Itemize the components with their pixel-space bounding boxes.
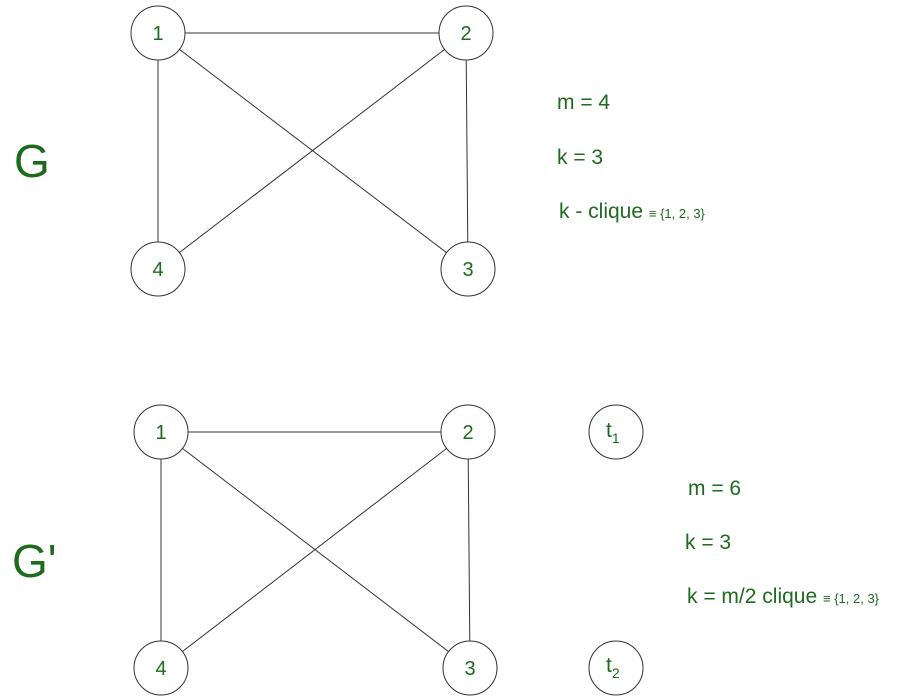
g-node-4-label: 4 xyxy=(152,259,163,281)
t1-sub: 1 xyxy=(611,430,620,446)
g-node-4: 4 xyxy=(130,241,186,297)
g-clique-set: ≡ {1, 2, 3} xyxy=(648,206,705,221)
g-edge-1-3 xyxy=(157,32,469,270)
g-edge-2-4 xyxy=(157,32,467,270)
g-node-1-label: 1 xyxy=(152,23,163,45)
gp-annotation-clique: k = m/2 clique ≡ {1, 2, 3} xyxy=(687,586,879,607)
gp-edge-1-3 xyxy=(160,431,471,669)
gp-node-3: 3 xyxy=(442,640,498,696)
g-annotation-clique: k - clique ≡ {1, 2, 3} xyxy=(559,201,705,222)
graph-g-prime-title: G' xyxy=(12,535,57,587)
gp-edge-2-3 xyxy=(467,431,471,669)
gp-node-3-label: 3 xyxy=(464,658,475,680)
g-node-3-label: 3 xyxy=(462,259,473,281)
gp-node-2: 2 xyxy=(440,404,496,460)
g-node-3: 3 xyxy=(440,241,496,297)
gp-node-4: 4 xyxy=(133,640,189,696)
gp-annotation-m: m = 6 xyxy=(688,477,742,500)
t2-base: t xyxy=(606,654,612,677)
gp-edge-2-4 xyxy=(160,431,469,669)
g-annotation-k: k = 3 xyxy=(557,146,604,169)
t1-label: t1 xyxy=(606,420,620,445)
gp-node-4-label: 4 xyxy=(155,658,166,680)
g-annotation-m: m = 4 xyxy=(557,91,611,114)
gp-node-1-label: 1 xyxy=(155,422,166,444)
gp-node-1: 1 xyxy=(133,404,189,460)
gp-clique-text: k = m/2 clique xyxy=(687,585,818,608)
g-clique-text: k - clique xyxy=(559,200,644,223)
g-node-1: 1 xyxy=(130,5,186,61)
t2-sub: 2 xyxy=(611,665,620,681)
gp-clique-set: ≡ {1, 2, 3} xyxy=(823,591,880,606)
gp-annotation-k: k = 3 xyxy=(685,531,732,554)
g-edge-2-3 xyxy=(465,32,469,270)
gp-node-t2 xyxy=(588,640,644,696)
graph-g-title: G xyxy=(14,135,50,187)
t1-base: t xyxy=(606,419,612,442)
g-node-2-label: 2 xyxy=(460,23,471,45)
g-node-2: 2 xyxy=(438,5,494,61)
t2-label: t2 xyxy=(606,655,620,680)
gp-node-t1 xyxy=(588,404,644,460)
gp-node-2-label: 2 xyxy=(462,422,473,444)
